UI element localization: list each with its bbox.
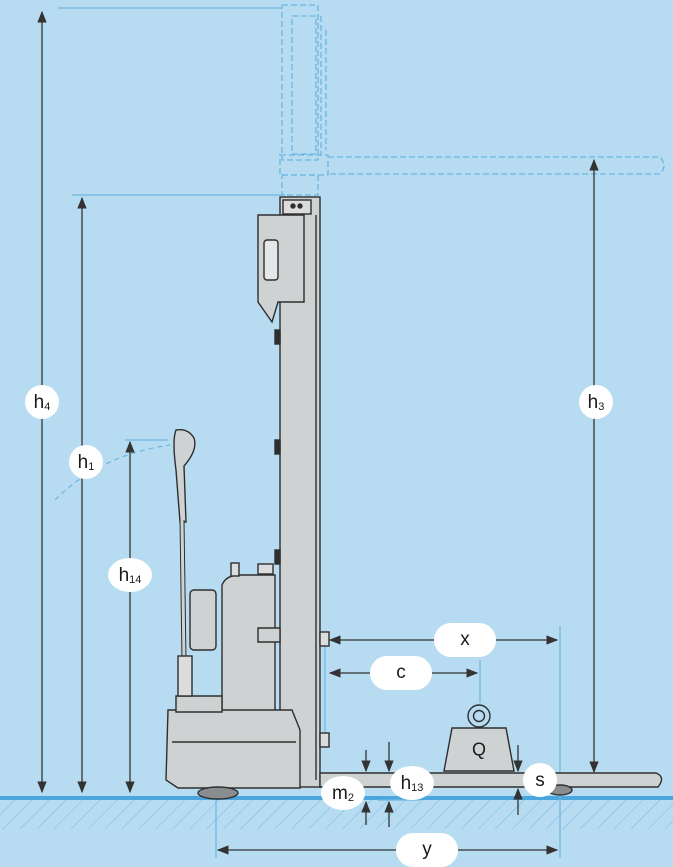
- label-load-q: Q: [471, 739, 487, 760]
- label-s: s: [523, 763, 557, 797]
- label-c: c: [370, 656, 432, 690]
- label-y: y: [396, 833, 458, 867]
- forks: [319, 772, 663, 788]
- load-weight: [443, 727, 515, 772]
- label-x: x: [434, 623, 496, 657]
- chassis: [165, 709, 301, 789]
- tiller-head: [173, 428, 196, 523]
- raised-mast-outline: [279, 4, 665, 196]
- drive-unit: [221, 574, 276, 713]
- stacker-truck: [165, 196, 663, 800]
